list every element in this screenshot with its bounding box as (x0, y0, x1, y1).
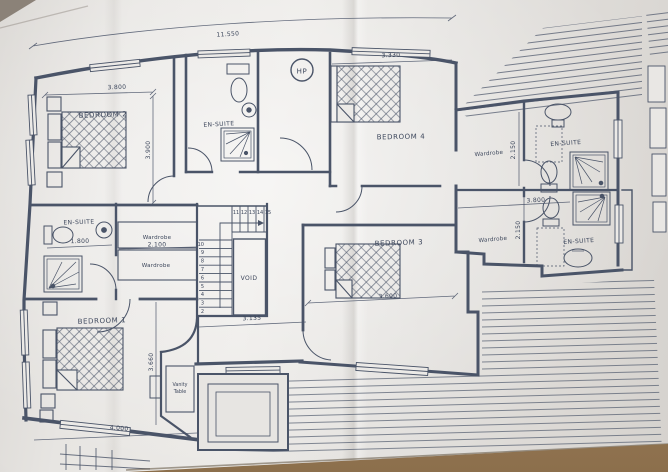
windows (19, 47, 624, 437)
dim-bedroom3-width: 3.600 (378, 293, 397, 301)
adjacent-roof-windows (647, 65, 667, 233)
vanity-table (165, 365, 195, 413)
step-number: 15 (265, 210, 271, 216)
shower-icon (569, 151, 609, 191)
dim-stair-landing-width: 3.135 (242, 315, 261, 323)
washbasin-icon (95, 221, 113, 239)
washbasin-icon (563, 248, 593, 268)
ensuite-right-bottom-door-arc (523, 195, 551, 223)
dim-hall-depth: 3.660 (148, 353, 155, 372)
dimension-lines (28, 14, 571, 441)
vanity-stool (149, 375, 162, 399)
shower-icon (220, 127, 255, 162)
step-number: 7 (201, 267, 204, 273)
dim-wardrobe-right-top-depth: 2.150 (510, 141, 517, 160)
wardrobe-right-bottom-label: Wardrobe (478, 236, 507, 244)
ensuite-left-fixtures (43, 221, 113, 293)
bedroom3-label: BEDROOM 3 (374, 238, 423, 248)
ensuite-right-bottom-fixtures (536, 191, 611, 268)
dim-bedroom2-width: 3.800 (107, 84, 126, 92)
dimension-labels: 11.550 3.800 3.900 3.330 1.800 2.100 3.1… (71, 30, 546, 432)
bedroom2-label: BEDROOM 2 (78, 110, 127, 120)
dim-bedroom4-width: 3.330 (381, 52, 400, 60)
bedroom3-bed (324, 243, 401, 299)
toilet-icon (52, 226, 74, 244)
shower-icon (43, 255, 83, 293)
bedroom1-bed (39, 301, 124, 423)
step-number: 14 (257, 210, 263, 216)
bedroom3-door-arc (302, 329, 332, 361)
dim-ensuite-right-width: 3.800 (526, 197, 545, 205)
dim-bedroom2-depth: 3.900 (145, 141, 152, 160)
step-number: 6 (201, 275, 204, 281)
dim-wardrobe-hall-width: 2.100 (148, 242, 167, 249)
paper-corner-edge (0, 5, 89, 29)
void-label: VOID (241, 275, 258, 282)
bathroom-fixtures (43, 63, 611, 293)
toilet-icon (540, 160, 558, 184)
bedroom2-bed (46, 96, 127, 188)
step-number: 13 (249, 210, 255, 216)
step-number: 8 (201, 259, 204, 265)
hot-press-circle-icon (290, 58, 314, 82)
room-labels: BEDROOM 2 BEDROOM 4 BEDROOM 3 BEDROOM 1 … (63, 110, 594, 326)
bedroom4-bed (330, 65, 401, 123)
step-number: 4 (201, 292, 204, 298)
bay-window (197, 373, 289, 451)
wardrobe-hall-top-label: Wardrobe (143, 235, 172, 241)
ensuite-right-top-door-arc (523, 159, 551, 187)
ensuite-right-top-fixtures (535, 103, 609, 193)
hot-press-label: HP (297, 68, 308, 76)
staircase: VOID 2 3 4 5 6 7 8 9 10 11 12 13 14 15 (198, 206, 272, 316)
dim-ensuite-left-width: 1.800 (71, 238, 90, 245)
ensuite-top-label: EN-SUITE (203, 120, 234, 129)
furniture (39, 65, 401, 423)
dim-overall-top: 11.550 (216, 30, 239, 39)
toilet-icon (542, 197, 560, 219)
ensuite-right-bottom-label: EN-SUITE (563, 237, 594, 246)
washbasin-icon (241, 102, 257, 118)
roof-hatch-bottom-right (204, 278, 662, 452)
vanity-nook: Vanity Table (149, 365, 195, 413)
vanity-label-1: Vanity (173, 382, 188, 388)
wardrobe-right-top-label: Wardrobe (474, 150, 503, 158)
step-number: 10 (198, 242, 204, 248)
bedroom1-label: BEDROOM 1 (77, 316, 126, 326)
ensuite-left-door-arc (89, 263, 117, 291)
bedroom4-label: BEDROOM 4 (377, 133, 426, 142)
bedroom4-door-arc (335, 185, 363, 213)
vanity-label-2: Table (173, 389, 186, 395)
roof-hatch-top-edge (646, 8, 668, 58)
step-number: 9 (201, 250, 204, 256)
ensuite-left-label: EN-SUITE (63, 218, 94, 226)
stair-direction-arrow (219, 220, 264, 308)
ensuite-top-door-arc (187, 147, 213, 173)
wardrobe-hall-bottom-label: Wardrobe (142, 263, 171, 269)
toilet-icon (226, 63, 250, 75)
step-number: 2 (201, 309, 204, 315)
bedroom2-door-arc (147, 175, 175, 203)
step-number: 3 (201, 301, 204, 307)
dim-wardrobe-right-bottom-depth: 2.150 (515, 221, 522, 240)
toilet-icon (43, 225, 53, 245)
step-number: 12 (241, 210, 247, 216)
stair-step-numbers: 2 3 4 5 6 7 8 9 10 11 12 13 14 15 (198, 210, 272, 315)
shower-icon (572, 191, 611, 226)
stair-void (232, 238, 267, 316)
step-number: 11 (233, 210, 239, 216)
hot-press-door-arc (279, 137, 313, 171)
stair-treads (199, 206, 267, 316)
toilet-icon (230, 77, 248, 103)
step-number: 5 (201, 284, 204, 290)
roof-hatch-top-right (457, 16, 642, 120)
hall-wardrobes (117, 221, 198, 281)
porch-steps (59, 444, 151, 470)
hot-press: HP (290, 58, 314, 82)
ensuite-top-fixtures (220, 63, 257, 162)
dim-bedroom1-width: 4.000 (110, 424, 129, 432)
ensuite-right-top-label: EN-SUITE (550, 139, 581, 148)
